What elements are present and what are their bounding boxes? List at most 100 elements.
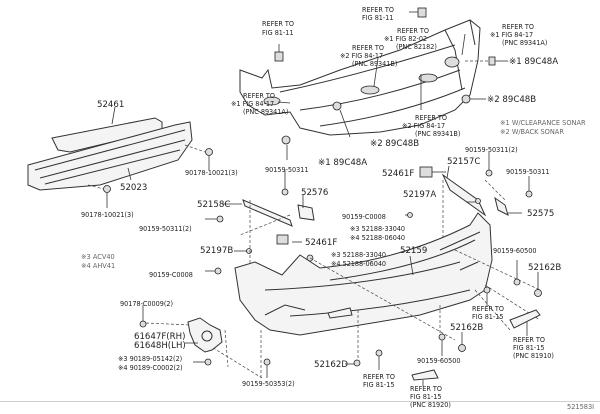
part-90189-05142[interactable]: ※3 90189-05142(2) (118, 354, 182, 363)
refer-pnc: (PNC 89341B) (352, 59, 397, 68)
part-52188-06040-b[interactable]: ※4 52188-06040 (331, 259, 386, 268)
refer-to-fig-84-17-89341a-left[interactable]: REFER TO ※1 FIG 84-17 (PNC 89341A) (231, 91, 288, 116)
part-89c48a-mid[interactable]: ※1 89C48A (318, 158, 367, 168)
refer-pnc: (PNC 89341A) (502, 38, 547, 47)
part-52159[interactable]: 52159 (400, 246, 427, 256)
refer-fig: ※2 FIG 84-17 (402, 121, 445, 130)
svg-text:(PNC 89341A): (PNC 89341A) (502, 38, 547, 47)
refer-fig: FIG 81-15 (410, 392, 441, 401)
part-52162d[interactable]: 52162D (314, 360, 348, 370)
svg-text:※1 FIG 84-17: ※1 FIG 84-17 (490, 30, 533, 39)
svg-text:(PNC 81920): (PNC 81920) (410, 400, 451, 409)
refer-fig: FIG 81-15 (513, 343, 544, 352)
refer-fig: ※1 FIG 84-17 (490, 30, 533, 39)
svg-text:(PNC 81910): (PNC 81910) (513, 351, 554, 360)
refer-line: REFER TO (415, 113, 447, 122)
refer-to-fig-84-17-89341a-right[interactable]: REFER TO ※1 FIG 84-17 (PNC 89341A) (490, 22, 547, 47)
refer-pnc: (PNC 81910) (513, 351, 554, 360)
svg-text:FIG 81-15: FIG 81-15 (472, 312, 503, 321)
svg-text:REFER TO: REFER TO (397, 26, 429, 35)
part-90159-60500-right[interactable]: 90159-60500 (493, 246, 536, 255)
part-52188-33040-b[interactable]: ※3 52188-33040 (331, 250, 386, 259)
part-52576[interactable]: 52576 (301, 188, 328, 198)
part-52188-33040-a[interactable]: ※3 52188-33040 (350, 224, 405, 233)
svg-text:(PNC 89341B): (PNC 89341B) (415, 129, 460, 138)
refer-line: REFER TO (362, 5, 394, 14)
refer-line: REFER TO (502, 22, 534, 31)
rear-body-panel (239, 7, 508, 160)
part-90189-c0002[interactable]: ※4 90189-C0002(2) (118, 363, 183, 372)
part-90159-c0008-right[interactable]: 90159-C0008 (342, 212, 386, 221)
svg-text:※2 FIG 84-17: ※2 FIG 84-17 (402, 121, 445, 130)
refer-line: REFER TO (262, 19, 294, 28)
part-90178-10021-b[interactable]: 90178-10021(3) (81, 210, 134, 219)
part-90178-c0009[interactable]: 90178-C0009(2) (120, 299, 173, 308)
part-52162b-right[interactable]: 52162B (528, 263, 561, 273)
refer-fig: FIG 81-11 (362, 13, 393, 22)
part-90159-c0008-left[interactable]: 90159-C0008 (149, 270, 193, 279)
refer-line: REFER TO (363, 372, 395, 381)
refer-fig: ※2 FIG 84-17 (340, 51, 383, 60)
refer-to-fig-81-15-pnc-81920[interactable]: REFER TO FIG 81-15 (PNC 81920) (410, 384, 451, 409)
refer-to-fig-81-15-right[interactable]: REFER TO FIG 81-15 (472, 304, 504, 321)
part-52158c[interactable]: 52158C (197, 200, 230, 210)
svg-text:FIG 81-15: FIG 81-15 (410, 392, 441, 401)
part-61648h-lh[interactable]: 61648H(LH) (134, 341, 186, 351)
svg-text:REFER TO: REFER TO (352, 43, 384, 52)
refer-to-fig-81-15-pnc-81910[interactable]: REFER TO FIG 81-15 (PNC 81910) (513, 335, 554, 360)
refer-line: REFER TO (472, 304, 504, 313)
refer-line: REFER TO (410, 384, 442, 393)
part-90159-50311-right[interactable]: 90159-50311 (506, 167, 549, 176)
refer-to-fig-84-17-89341b-top[interactable]: REFER TO ※2 FIG 84-17 (PNC 89341B) (340, 43, 397, 68)
note-back-sonar: ※2 W/BACK SONAR (500, 128, 564, 136)
refer-to-fig-81-11-top[interactable]: REFER TO FIG 81-11 (362, 5, 394, 22)
part-52157c[interactable]: 52157C (447, 157, 480, 167)
svg-text:REFER TO: REFER TO (243, 91, 275, 100)
refer-to-fig-82-02[interactable]: REFER TO ※1 FIG 82-02 (PNC 82182) (384, 26, 437, 51)
part-52575[interactable]: 52575 (527, 209, 554, 219)
part-90159-50311-2-right[interactable]: 90159-50311(2) (465, 145, 518, 154)
bumper-reinforcement (27, 106, 213, 208)
part-52197b[interactable]: 52197B (200, 246, 233, 256)
refer-fig: FIG 81-15 (363, 380, 394, 389)
refer-to-fig-84-17-89341b-mid[interactable]: REFER TO ※2 FIG 84-17 (PNC 89341B) (402, 113, 460, 138)
svg-text:(PNC 82182): (PNC 82182) (396, 42, 437, 51)
part-89c48b-mid[interactable]: ※2 89C48B (370, 139, 419, 149)
part-52023[interactable]: 52023 (120, 183, 147, 193)
figure-code: 521583I (567, 403, 594, 411)
part-61647f-rh[interactable]: 61647F(RH) (134, 332, 185, 342)
part-89c48b-right[interactable]: ※2 89C48B (487, 95, 536, 105)
part-90159-50311-top[interactable]: 90159-50311 (265, 165, 308, 174)
part-52188-06040-a[interactable]: ※4 52188-06040 (350, 233, 405, 242)
part-90159-50311-2-left[interactable]: 90159-50311(2) (139, 224, 192, 233)
svg-text:※1 FIG 84-17: ※1 FIG 84-17 (231, 99, 274, 108)
bumper-bracket (139, 305, 271, 378)
refer-fig: FIG 81-15 (472, 312, 503, 321)
svg-text:FIG 81-11: FIG 81-11 (262, 28, 293, 37)
svg-text:REFER TO: REFER TO (363, 372, 395, 381)
part-90178-10021-a[interactable]: 90178-10021(3) (185, 168, 238, 177)
bumper-cover (199, 212, 541, 379)
part-52461f-left[interactable]: 52461F (305, 238, 337, 248)
refer-line: REFER TO (513, 335, 545, 344)
refer-fig: FIG 81-11 (262, 28, 293, 37)
svg-text:REFER TO: REFER TO (262, 19, 294, 28)
refer-fig: ※1 FIG 82-02 (384, 34, 427, 43)
refer-pnc: (PNC 82182) (396, 42, 437, 51)
svg-text:REFER TO: REFER TO (502, 22, 534, 31)
note-acv40: ※3 ACV40 (81, 253, 115, 261)
part-52461[interactable]: 52461 (97, 100, 124, 110)
part-52197a[interactable]: 52197A (403, 190, 436, 200)
refer-line: REFER TO (397, 26, 429, 35)
part-90159-60500-mid[interactable]: 90159-60500 (417, 356, 460, 365)
refer-to-fig-81-15-bottom[interactable]: REFER TO FIG 81-15 (363, 372, 395, 389)
svg-text:FIG 81-15: FIG 81-15 (363, 380, 394, 389)
part-89c48a-right[interactable]: ※1 89C48A (509, 57, 558, 67)
note-clearance-sonar: ※1 W/CLEARANCE SONAR (500, 119, 586, 127)
part-52461f-right[interactable]: 52461F (382, 169, 414, 179)
part-52162b-mid[interactable]: 52162B (450, 323, 483, 333)
refer-to-fig-81-11-left[interactable]: REFER TO FIG 81-11 (262, 19, 294, 37)
footer-divider (0, 401, 600, 402)
part-90159-50353[interactable]: 90159-50353(2) (242, 379, 295, 388)
note-ahv41: ※4 AHV41 (81, 262, 115, 270)
